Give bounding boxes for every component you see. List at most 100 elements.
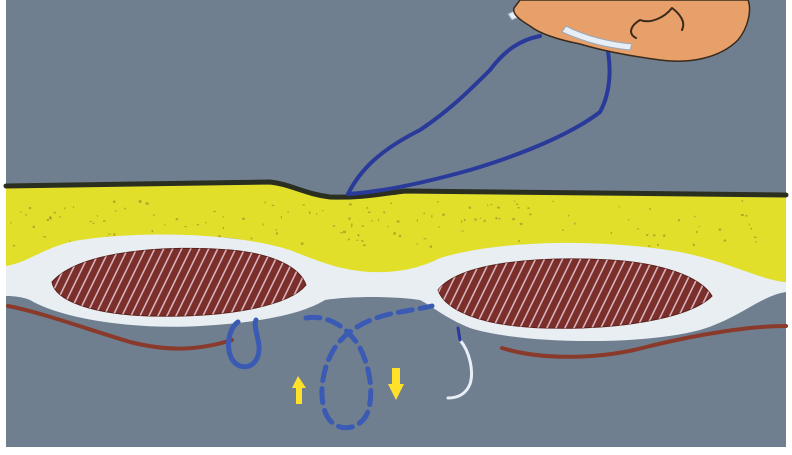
fat-speckle xyxy=(348,239,350,241)
frame-bottom xyxy=(0,447,792,455)
fat-speckle xyxy=(693,244,695,246)
fat-speckle xyxy=(399,235,401,237)
fat-speckle xyxy=(431,215,432,217)
fat-speckle xyxy=(351,223,352,225)
fat-speckle xyxy=(649,208,651,210)
fat-speckle xyxy=(316,213,317,215)
fat-speckle xyxy=(152,230,154,232)
fat-speckle xyxy=(103,220,106,221)
fat-speckle xyxy=(653,234,655,236)
fat-speckle xyxy=(366,207,368,209)
fat-speckle xyxy=(197,224,199,225)
fat-speckle xyxy=(146,202,149,205)
fat-speckle xyxy=(657,244,659,246)
fat-speckle xyxy=(568,215,569,217)
fat-speckle xyxy=(361,226,364,227)
fat-speckle xyxy=(751,228,753,230)
fat-speckle xyxy=(309,212,311,214)
fat-speckle xyxy=(164,224,166,225)
fat-speckle xyxy=(390,202,392,204)
fat-speckle xyxy=(276,229,277,231)
fat-speckle xyxy=(205,222,206,224)
fat-speckle xyxy=(741,214,744,216)
fat-speckle xyxy=(333,225,335,226)
fat-speckle xyxy=(699,226,700,227)
fat-speckle xyxy=(464,219,466,221)
fat-speckle xyxy=(303,204,305,205)
fat-speckle xyxy=(516,204,518,205)
fat-speckle xyxy=(93,223,95,224)
fat-speckle xyxy=(628,219,629,220)
fat-speckle xyxy=(287,212,289,213)
frame-left xyxy=(0,0,6,455)
fat-speckle xyxy=(113,201,116,203)
fat-speckle xyxy=(154,214,155,216)
fat-speckle xyxy=(439,226,440,228)
fat-speckle xyxy=(358,234,360,236)
fat-speckle xyxy=(223,227,224,229)
fat-speckle xyxy=(251,238,253,240)
fat-speckle xyxy=(59,216,61,217)
fat-speckle xyxy=(272,205,274,206)
fat-speckle xyxy=(423,213,425,214)
fat-speckle xyxy=(637,228,639,229)
fat-speckle xyxy=(20,211,21,213)
fat-speckle xyxy=(417,243,418,245)
fat-speckle xyxy=(694,216,696,217)
frame-right xyxy=(786,0,792,455)
fat-speckle xyxy=(756,241,758,242)
fat-speckle xyxy=(69,241,70,242)
fat-speckle xyxy=(242,218,245,220)
fat-speckle xyxy=(29,207,31,209)
fat-speckle xyxy=(281,216,282,218)
fat-speckle xyxy=(185,226,187,227)
fat-speckle xyxy=(611,232,612,234)
fat-speckle xyxy=(33,226,35,228)
fat-speckle xyxy=(461,220,462,223)
fat-speckle xyxy=(742,200,744,202)
fat-speckle xyxy=(343,231,346,233)
fat-speckle xyxy=(754,237,757,238)
fat-speckle xyxy=(480,218,481,219)
fat-speckle xyxy=(213,211,216,212)
fat-speckle xyxy=(301,242,304,244)
fat-speckle xyxy=(43,236,46,237)
fat-speckle xyxy=(371,220,373,221)
fat-speckle xyxy=(124,208,126,210)
fat-speckle xyxy=(574,223,576,225)
fat-speckle xyxy=(10,222,12,223)
fat-speckle xyxy=(696,231,698,233)
fat-speckle xyxy=(115,210,117,211)
fat-speckle xyxy=(562,229,564,231)
fat-speckle xyxy=(520,223,523,225)
fat-speckle xyxy=(648,245,651,246)
fat-speckle xyxy=(108,234,111,235)
fat-speckle xyxy=(322,210,324,211)
fat-speckle xyxy=(361,240,363,242)
fat-speckle xyxy=(442,214,445,216)
fat-speckle xyxy=(746,215,748,217)
fat-speckle xyxy=(97,215,98,217)
fat-speckle xyxy=(356,240,358,241)
fat-speckle xyxy=(517,207,519,208)
fat-speckle xyxy=(265,201,266,203)
fat-speckle xyxy=(363,245,366,247)
fat-speckle xyxy=(491,204,493,205)
fat-speckle xyxy=(527,207,529,209)
fat-speckle xyxy=(54,212,56,214)
fat-speckle xyxy=(340,232,343,233)
fat-speckle xyxy=(397,220,400,222)
fat-speckle xyxy=(487,205,488,207)
fat-speckle xyxy=(663,235,665,237)
fat-speckle xyxy=(388,226,389,227)
fat-speckle xyxy=(73,207,74,209)
fat-speckle xyxy=(139,200,142,203)
fat-speckle xyxy=(49,216,51,219)
fat-speckle xyxy=(430,246,432,248)
fat-speckle xyxy=(276,232,278,234)
fat-speckle xyxy=(25,214,27,215)
fat-speckle xyxy=(47,219,49,221)
fat-speckle xyxy=(349,204,352,206)
